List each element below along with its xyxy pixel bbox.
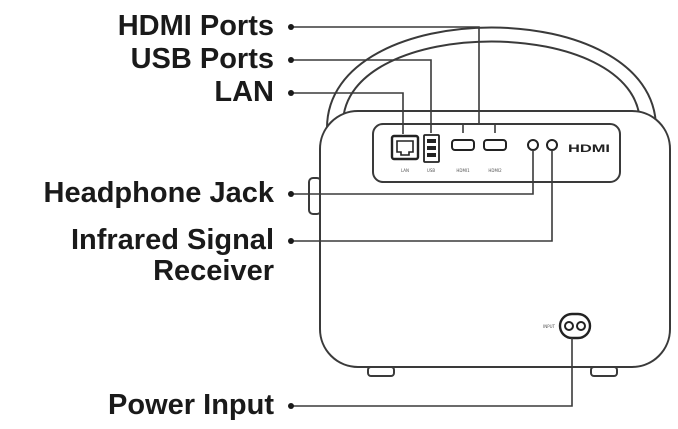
lan-label: LAN: [214, 76, 274, 108]
usb-ports-label: USB Ports: [130, 43, 274, 75]
usb-leader-line: [291, 59, 432, 133]
right-foot: [590, 366, 618, 377]
left-foot: [367, 366, 395, 377]
hdmi-leader-line: [291, 26, 480, 124]
hdmi-port-1-icon: [451, 139, 475, 151]
infrared-leader-dot: [288, 238, 294, 244]
power-leader-line: [291, 338, 573, 407]
headphone-jack-icon: [527, 139, 539, 151]
infrared-receiver-icon: [546, 139, 558, 151]
hdmi2-port-tag: HDMI2: [488, 168, 502, 173]
usb-leader-dot: [288, 57, 294, 63]
lan-port-icon: [390, 134, 420, 161]
headphone-leader-line: [291, 150, 534, 195]
carry-handle: [326, 26, 657, 129]
leader-lines: [291, 26, 573, 407]
lan-port-tag: LAN: [401, 168, 409, 173]
headphone-leader-dot: [288, 191, 294, 197]
hdmi-bracket: [462, 123, 496, 133]
hdmi-leader-dot: [288, 24, 294, 30]
infrared-label-line1: Infrared Signal: [70, 224, 274, 256]
power-input-label: Power Input: [108, 389, 274, 421]
lan-leader-dot: [288, 90, 294, 96]
infrared-label-line2: Receiver: [153, 255, 274, 287]
lan-leader-line: [291, 92, 404, 134]
hdmi1-port-tag: HDMI1: [456, 168, 470, 173]
leader-dots: [288, 24, 294, 409]
headphone-jack-label: Headphone Jack: [43, 177, 274, 209]
usb-port-tag: USB: [427, 168, 435, 173]
infrared-label: Infrared Signal Receiver: [71, 225, 274, 287]
hdmi-ports-label: HDMI Ports: [117, 10, 274, 42]
infrared-leader-line: [291, 150, 553, 242]
hdmi-brand-mark: HDMI: [568, 143, 610, 155]
usb-ports-icon: [423, 134, 440, 163]
power-inlet-tag: INPUT: [543, 324, 556, 329]
hdmi-port-2-icon: [483, 139, 507, 151]
power-inlet-icon: [558, 312, 592, 340]
power-leader-dot: [288, 403, 294, 409]
carry-handle-inner: [342, 40, 641, 125]
